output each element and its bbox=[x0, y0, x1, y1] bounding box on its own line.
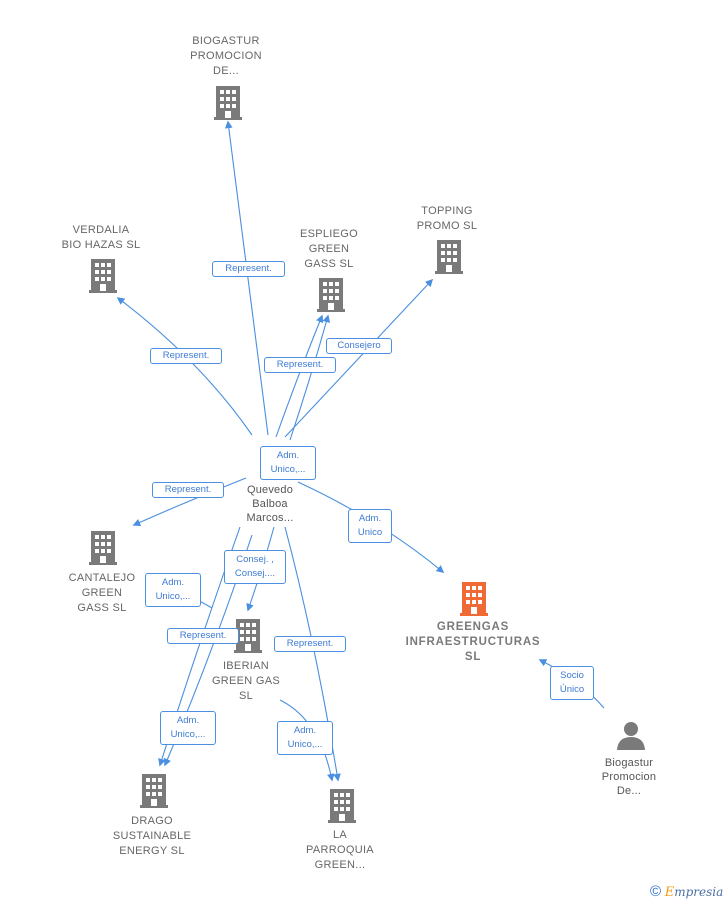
building-icon bbox=[328, 789, 356, 823]
node-label-iberian[interactable]: IBERIAN GREEN GAS SL bbox=[211, 660, 281, 702]
node-label-biogastur-person[interactable]: Biogastur Promocion De... bbox=[601, 757, 657, 797]
edge-label-adm-unico: Adm. Unico,... bbox=[277, 721, 333, 755]
edge-label-adm-unico: Adm. Unico,... bbox=[260, 446, 316, 480]
person-icon bbox=[617, 722, 645, 750]
edge-label-represent: Represent. bbox=[264, 357, 336, 373]
node-label-quevedo[interactable]: Quevedo Balboa Marcos... bbox=[246, 484, 294, 524]
edge-verdalia bbox=[116, 297, 253, 436]
edge-label-represent: Represent. bbox=[152, 482, 224, 498]
building-icon bbox=[140, 774, 168, 808]
edge-label-represent: Represent. bbox=[212, 261, 285, 277]
node-label-parroquia[interactable]: LA PARROQUIA GREEN... bbox=[306, 829, 374, 871]
copyright-symbol: © bbox=[650, 883, 662, 900]
node-label-drago[interactable]: DRAGO SUSTAINABLE ENERGY SL bbox=[112, 815, 192, 857]
edge-label-represent: Represent. bbox=[150, 348, 222, 364]
building-icon bbox=[89, 531, 117, 565]
edge-label-adm-unico: Adm. Unico,... bbox=[160, 711, 216, 745]
building-icon bbox=[435, 240, 463, 274]
edge-label-represent: Represent. bbox=[167, 628, 239, 644]
building-icon bbox=[234, 619, 262, 653]
edge-label-represent: Represent. bbox=[274, 636, 346, 652]
edge-espliego-adm bbox=[289, 314, 331, 441]
building-icon bbox=[89, 259, 117, 293]
edge-label-adm-unico: Adm. Unico bbox=[348, 509, 392, 543]
node-label-cantalejo[interactable]: CANTALEJO GREEN GASS SL bbox=[68, 572, 136, 614]
edge-espliego-rep bbox=[275, 314, 324, 438]
node-label-espliego[interactable]: ESPLIEGO GREEN GASS SL bbox=[299, 228, 359, 270]
edge-label-consej: Consej. , Consej.... bbox=[224, 550, 286, 584]
node-label-biogastur-promocion[interactable]: BIOGASTUR PROMOCION DE... bbox=[190, 35, 262, 77]
edge-topping bbox=[284, 278, 434, 438]
node-label-topping[interactable]: TOPPING PROMO SL bbox=[416, 205, 478, 232]
edge-label-adm-unico: Adm. Unico,... bbox=[145, 573, 201, 607]
building-icon bbox=[317, 278, 345, 312]
brand-initial: E bbox=[664, 885, 675, 900]
node-label-verdalia[interactable]: VERDALIA BIO HAZAS SL bbox=[61, 224, 141, 251]
empresia-logo: © Empresia bbox=[650, 883, 723, 900]
brand-name: mpresia bbox=[674, 885, 724, 899]
edge-label-consejero: Consejero bbox=[326, 338, 392, 354]
building-icon bbox=[214, 86, 242, 120]
edge-cantalejo-rep bbox=[132, 477, 247, 527]
edge-biogastur bbox=[224, 120, 269, 436]
edge-label-socio-unico: Socio Único bbox=[550, 666, 594, 700]
main-company-building-icon bbox=[460, 582, 488, 616]
node-label-greengas[interactable]: GREENGAS INFRAESTRUCTURAS SL bbox=[405, 621, 541, 663]
